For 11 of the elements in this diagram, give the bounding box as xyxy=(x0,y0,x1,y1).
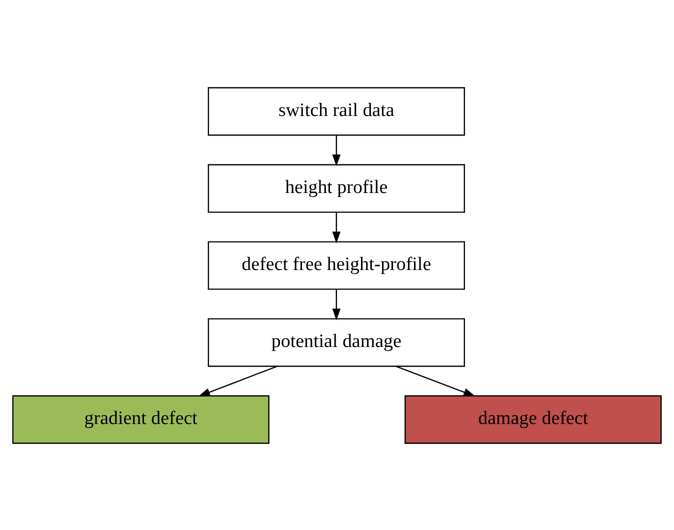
node-box: gradient defect xyxy=(12,394,270,444)
node-box: defect free height-profile xyxy=(208,240,465,290)
arrow xyxy=(332,134,341,166)
node-box: damage defect xyxy=(404,394,662,444)
arrow xyxy=(396,365,476,396)
node-box: potential damage xyxy=(208,318,465,366)
node-box: height profile xyxy=(208,164,465,212)
arrow xyxy=(198,365,278,396)
node-box: switch rail data xyxy=(208,86,465,136)
arrow xyxy=(332,212,341,243)
arrow xyxy=(332,288,341,320)
